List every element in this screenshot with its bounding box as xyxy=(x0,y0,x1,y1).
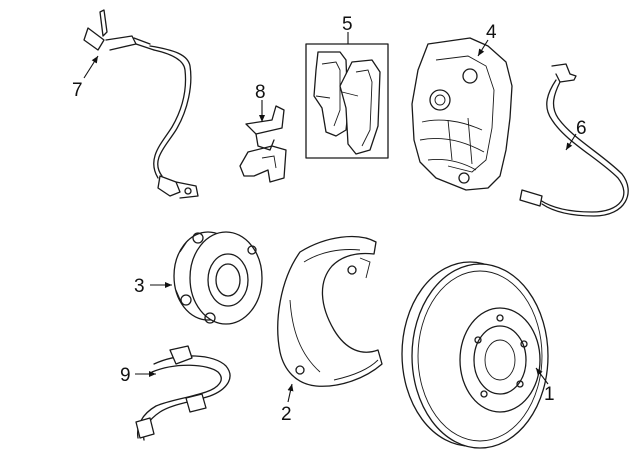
leader-6 xyxy=(565,133,577,151)
leader-1 xyxy=(535,367,549,385)
leader-7 xyxy=(83,55,99,79)
brake-rotor-drawing xyxy=(401,261,549,449)
callout-7: 7 xyxy=(72,80,83,101)
callout-numbers: 7 8 5 4 6 3 9 2 1 xyxy=(72,14,587,425)
leader-lines xyxy=(83,32,577,403)
leader-4 xyxy=(477,39,489,57)
callout-9: 9 xyxy=(120,365,131,386)
brake-pads-drawing xyxy=(305,43,389,159)
hub-bearing-drawing xyxy=(173,231,263,325)
callout-3: 3 xyxy=(134,276,145,297)
callout-5: 5 xyxy=(342,14,353,35)
callout-8: 8 xyxy=(255,82,266,103)
callout-6: 6 xyxy=(576,118,587,139)
leader-2 xyxy=(287,383,294,403)
sensor-wire-harness-drawing xyxy=(135,345,231,441)
callout-1: 1 xyxy=(544,384,555,405)
pad-wear-sensor-drawing xyxy=(519,63,629,217)
anti-rattle-spring-drawing xyxy=(239,105,287,183)
callout-4: 4 xyxy=(486,22,497,43)
abs-speed-sensor-drawing xyxy=(83,9,199,199)
callout-2: 2 xyxy=(281,404,292,425)
caliper-drawing xyxy=(411,37,513,191)
splash-shield-drawing xyxy=(277,235,383,387)
